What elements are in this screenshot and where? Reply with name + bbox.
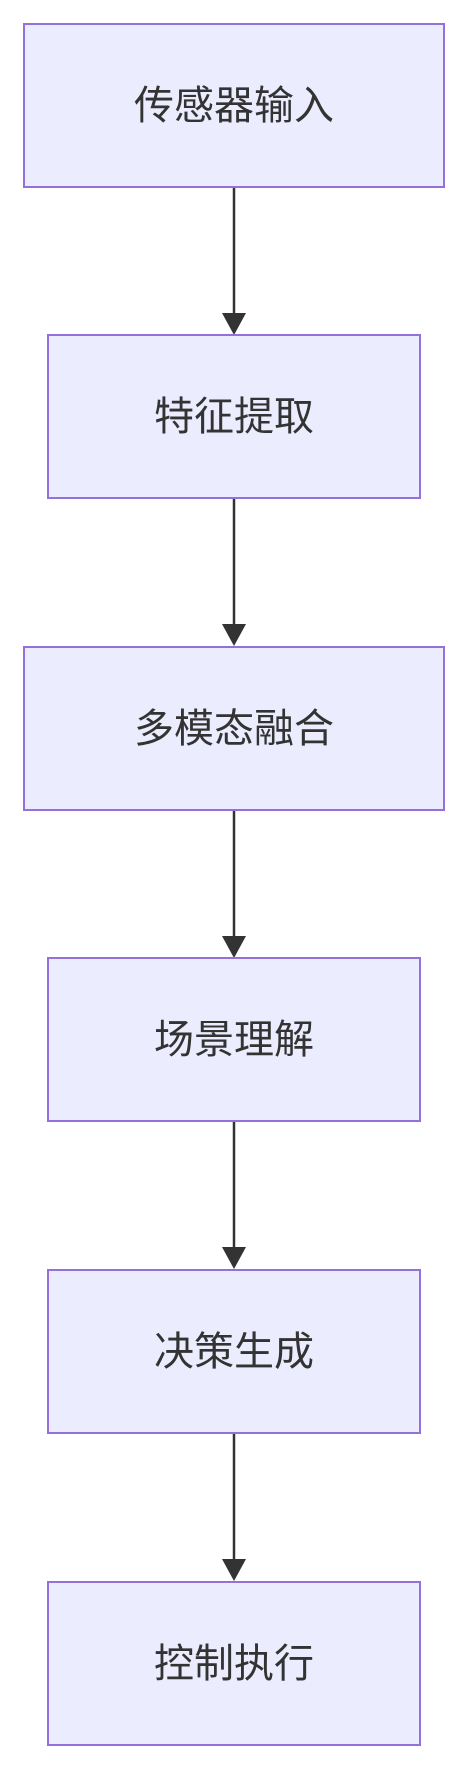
node-box	[23, 23, 445, 188]
node-label: 场景理解	[154, 1017, 314, 1063]
node-scene-understanding: 场景理解	[47, 957, 421, 1122]
arrow-head-icon	[222, 313, 246, 335]
node-box	[47, 334, 421, 499]
edge-1	[222, 187, 246, 335]
node-box	[47, 957, 421, 1122]
node-label: 传感器输入	[134, 83, 334, 129]
edge-2	[222, 498, 246, 646]
node-box	[47, 1581, 421, 1746]
edge-5	[222, 1433, 246, 1581]
node-feature-extraction: 特征提取	[47, 334, 421, 499]
edge-3	[222, 810, 246, 958]
edge-4	[222, 1121, 246, 1269]
node-box	[47, 1269, 421, 1434]
node-multimodal-fusion: 多模态融合	[23, 646, 445, 811]
arrow-head-icon	[222, 1247, 246, 1269]
node-box	[23, 646, 445, 811]
node-sensor-input: 传感器输入	[23, 23, 445, 188]
node-decision-generation: 决策生成	[47, 1269, 421, 1434]
node-control-execution: 控制执行	[47, 1581, 421, 1746]
arrow-head-icon	[222, 936, 246, 958]
arrow-head-icon	[222, 1559, 246, 1581]
node-label: 特征提取	[154, 394, 314, 440]
node-label: 决策生成	[154, 1329, 314, 1375]
node-label: 多模态融合	[134, 706, 334, 752]
arrow-head-icon	[222, 624, 246, 646]
node-label: 控制执行	[154, 1641, 314, 1687]
